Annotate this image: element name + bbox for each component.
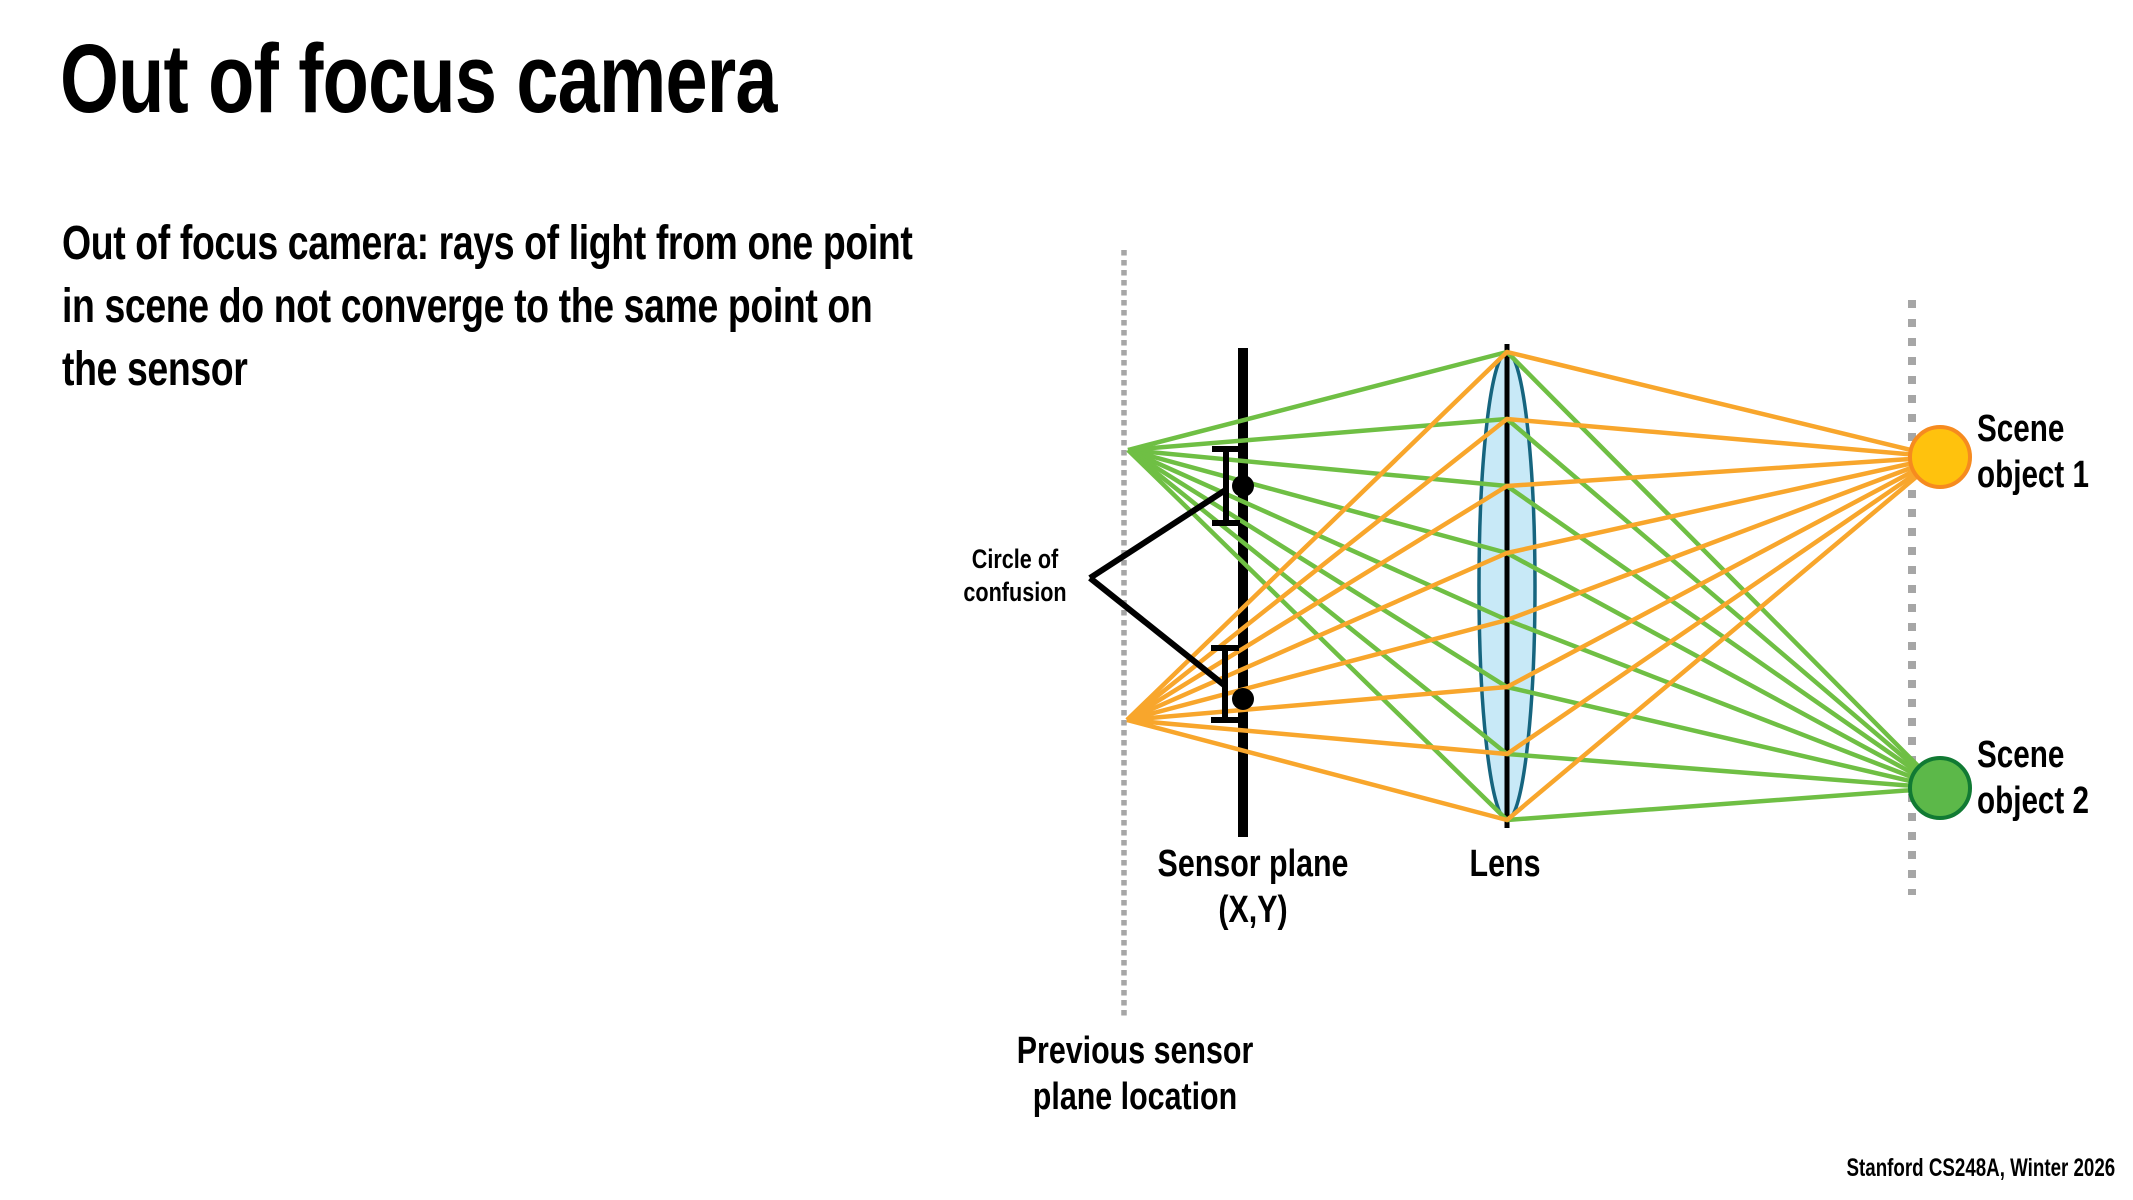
label-lens: Lens [1469,843,1541,885]
ray-orange [1126,455,1942,723]
body-line: the sensor [62,343,248,396]
ray-orange [1126,455,1942,757]
ray-orange [1126,454,1941,723]
ray-orange [1125,349,1941,722]
blur-spot-dot [1232,688,1254,710]
ray-orange [1125,454,1941,722]
scene-object-2-circle [1908,756,1972,820]
ray-orange [1125,416,1941,722]
ray-orange [1126,454,1941,723]
ray-orange [1126,455,1942,823]
body-line: in scene do not converge to the same poi… [62,280,873,333]
body-text: Out of focus camera: rays of light from … [62,212,913,401]
blur-spot-dot [1232,475,1254,497]
label-scene-object-1: Scene object 1 [1977,408,2090,496]
body-line: Out of focus camera: rays of light from … [62,217,913,270]
coc-pointer-line [1088,486,1229,581]
scene-object-1-circle [1908,425,1972,489]
label-scene-object-2: Scene object 2 [1977,734,2090,822]
coc-pointer-line [1088,575,1226,688]
slide-footer: Stanford CS248A, Winter 2026 [1846,1154,2115,1182]
slide-title: Out of focus camera [60,24,778,133]
label-previous-sensor-plane: Previous sensor plane location [1016,1030,1254,1118]
label-circle-of-confusion: Circle of confusion [963,544,1067,607]
label-sensor-plane: Sensor plane (X,Y) [1157,843,1349,931]
